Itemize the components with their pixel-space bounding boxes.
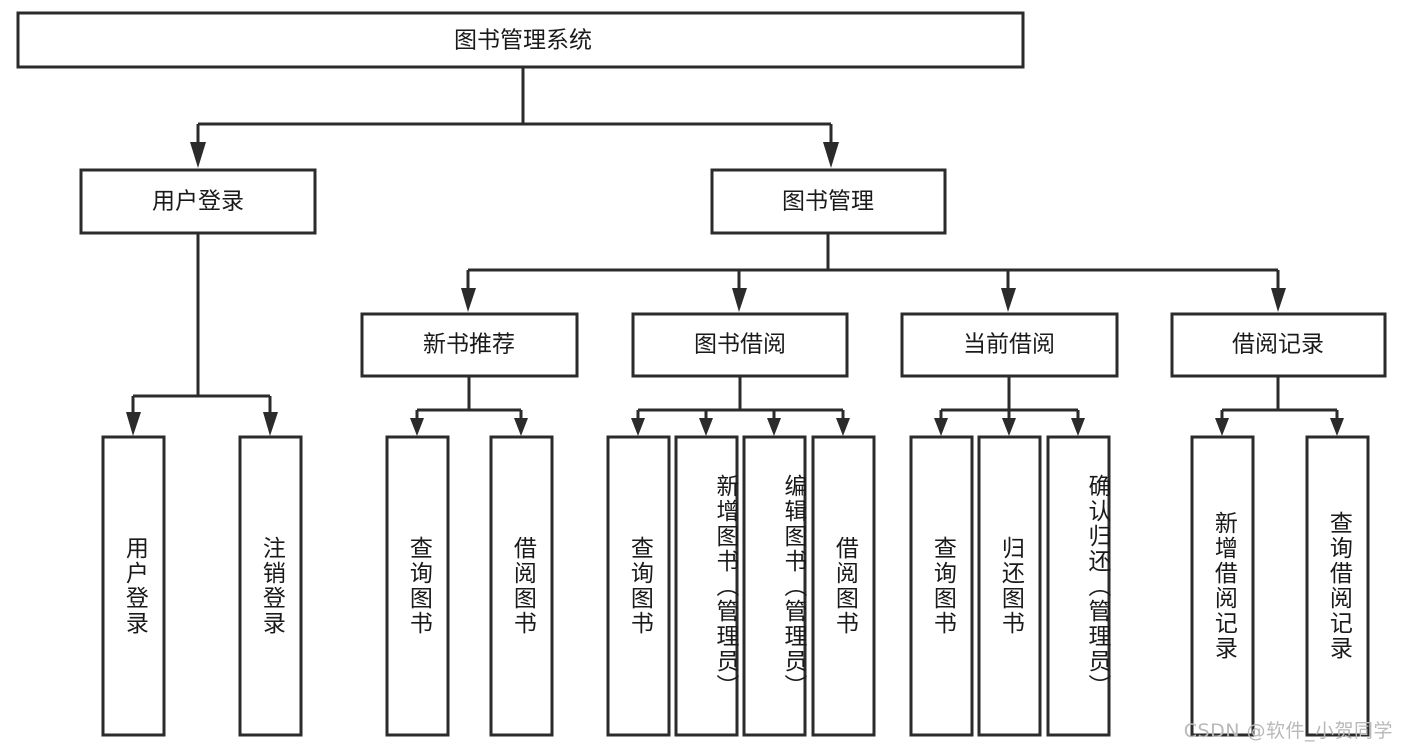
node-book-borrow[interactable]: 图书借阅 — [631, 312, 849, 378]
node-box[interactable] — [710, 168, 947, 235]
arrow-head-icon — [126, 412, 141, 436]
node-label-user-login: 用户登录 — [152, 189, 244, 215]
leaf-box-borrow-book-2[interactable] — [811, 435, 876, 737]
connector-userlogin-to-leaves — [126, 233, 278, 436]
arrow-head-icon — [1071, 418, 1085, 436]
leaf-box-add-record[interactable] — [1190, 435, 1255, 737]
node-box[interactable] — [79, 168, 317, 235]
arrow-head-icon — [190, 142, 206, 168]
node-box[interactable] — [900, 312, 1119, 378]
connector-newbook-to-leaves — [410, 376, 528, 436]
leaf-box-query-record[interactable] — [1305, 435, 1370, 737]
node-label-root: 图书管理系统 — [454, 28, 592, 54]
node-box[interactable] — [1170, 312, 1387, 378]
arrow-head-icon — [263, 412, 278, 436]
arrow-head-icon — [410, 418, 424, 436]
arrow-head-icon — [514, 418, 528, 436]
node-box[interactable] — [16, 11, 1025, 69]
connector-bookborrow-to-leaves — [631, 376, 850, 436]
arrow-head-icon — [823, 142, 839, 168]
node-box[interactable] — [360, 312, 579, 378]
node-user-login[interactable]: 用户登录 — [79, 168, 317, 235]
node-current-borrow[interactable]: 当前借阅 — [900, 312, 1119, 378]
arrow-head-icon — [836, 418, 850, 436]
watermark-text: CSDN @软件_小贺同学 — [1183, 720, 1393, 742]
arrow-head-icon — [1215, 418, 1229, 436]
leaf-box-user-login[interactable] — [101, 435, 166, 737]
arrow-head-icon — [1330, 418, 1344, 436]
arrow-head-icon — [1001, 288, 1016, 312]
node-label-new-book-recommend: 新书推荐 — [423, 332, 515, 358]
leaf-box-edit-book[interactable] — [742, 435, 807, 737]
leaf-box-return-book[interactable] — [977, 435, 1042, 737]
leaf-box-query-book-1[interactable] — [385, 435, 450, 737]
node-borrow-record[interactable]: 借阅记录 — [1170, 312, 1387, 378]
node-book-management[interactable]: 图书管理 — [710, 168, 947, 235]
arrow-head-icon — [732, 288, 747, 312]
arrow-head-icon — [699, 418, 713, 436]
connector-currentborrow-to-leaves — [934, 376, 1085, 436]
node-new-book-recommend[interactable]: 新书推荐 — [360, 312, 579, 378]
connector-root-to-level1 — [190, 67, 839, 168]
arrow-head-icon — [767, 418, 781, 436]
leaf-box-add-book[interactable] — [674, 435, 739, 737]
node-box[interactable] — [631, 312, 849, 378]
leaf-box-confirm-return[interactable] — [1046, 435, 1111, 737]
node-root-book-management-system[interactable]: 图书管理系统 — [16, 11, 1025, 69]
connector-bookmgmt-to-level2 — [461, 233, 1286, 312]
leaf-box-query-book-2[interactable] — [606, 435, 671, 737]
leaf-box-logout[interactable] — [238, 435, 303, 737]
leaf-box-borrow-book-1[interactable] — [489, 435, 554, 737]
arrow-head-icon — [934, 418, 948, 436]
arrow-head-icon — [631, 418, 645, 436]
node-label-borrow-record: 借阅记录 — [1232, 332, 1324, 358]
node-label-book-borrow: 图书借阅 — [694, 332, 786, 358]
connector-borrowrecord-to-leaves — [1215, 376, 1344, 436]
arrow-head-icon — [1271, 288, 1286, 312]
node-label-book-management: 图书管理 — [782, 189, 874, 215]
arrow-head-icon — [1002, 418, 1016, 436]
leaf-box-query-book-3[interactable] — [909, 435, 974, 737]
arrow-head-icon — [461, 288, 476, 312]
node-label-current-borrow: 当前借阅 — [963, 332, 1055, 358]
